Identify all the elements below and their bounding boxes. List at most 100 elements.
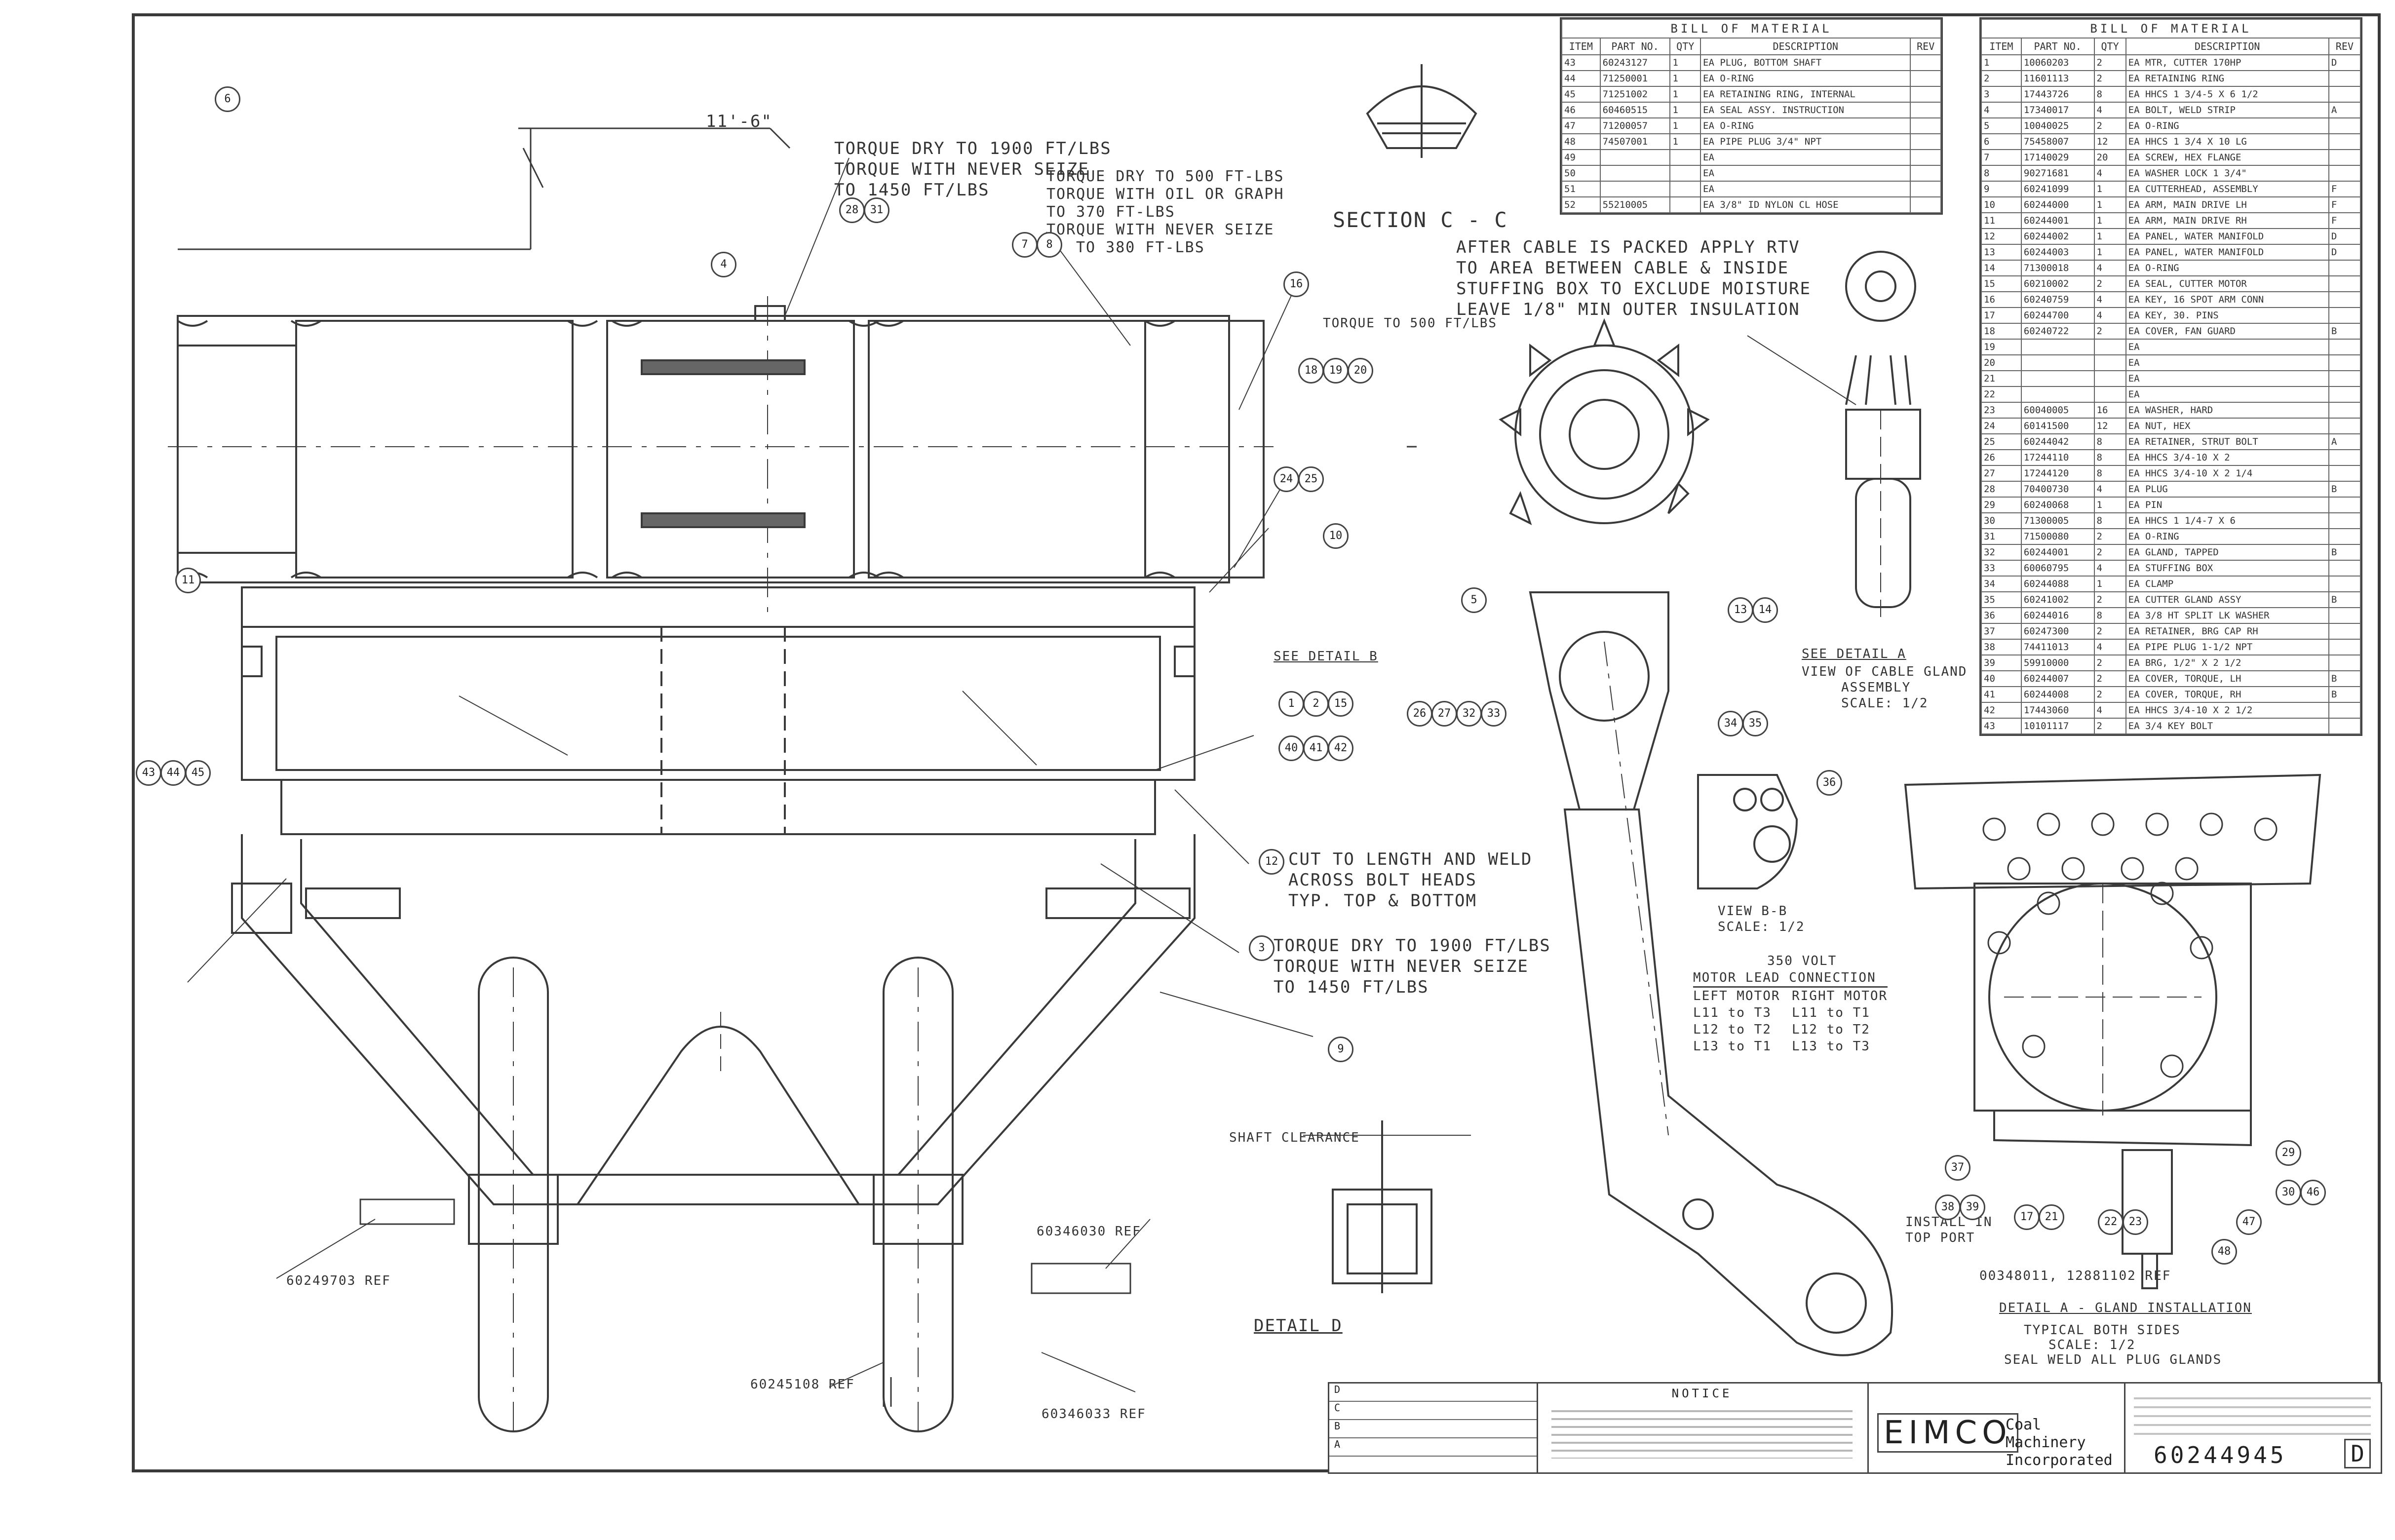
bom-title: BILL OF MATERIAL — [1561, 19, 1941, 38]
bom-cell: 71500080 — [2020, 528, 2095, 545]
bom-cell: 10040025 — [2020, 117, 2095, 134]
item-balloon: 7 — [1012, 232, 1038, 258]
item-balloon: 44 — [160, 760, 186, 786]
title-block: D C B A NOTICE EIMCO Coal Machinery Inco… — [1328, 1382, 2382, 1474]
bom-cell: 8 — [2093, 433, 2126, 450]
bom-cell: 20 — [1981, 354, 2022, 371]
bom-cell: EA O-RING — [2125, 117, 2329, 134]
item-balloon: 48 — [2211, 1239, 2237, 1265]
bom-cell: EA PANEL, WATER MANIFOLD — [2125, 228, 2329, 245]
item-balloon: 40 — [1278, 735, 1304, 761]
item-balloon: 21 — [2039, 1204, 2064, 1230]
bom-cell: EA GLAND, TAPPED — [2125, 544, 2329, 561]
left-cutter-arm — [468, 957, 559, 1432]
torque-bottom-line: TORQUE WITH NEVER SEIZE — [1274, 957, 1529, 976]
bom-cell: EA STUFFING BOX — [2125, 560, 2329, 577]
motor-lead-cell: L11 to T1 — [1792, 1005, 1870, 1020]
bom-cell: F — [2328, 196, 2361, 213]
bom-cell: 22 — [1981, 386, 2022, 403]
bom-cell: A — [2328, 433, 2361, 450]
bom-cell — [1910, 133, 1941, 150]
item-balloon: 27 — [1431, 701, 1457, 727]
cutterhead-side-view — [1499, 318, 1893, 1356]
bom-cell — [1599, 165, 1671, 182]
bom-cell — [2328, 654, 2361, 671]
bom-cell: 24 — [1981, 418, 2022, 434]
item-balloon: 9 — [1328, 1037, 1353, 1062]
torque-note-top-mid: TORQUE DRY TO 500 FT-LBS TORQUE WITH OIL… — [1046, 168, 1284, 257]
bom-cell: EA HHCS 1 1/4-7 X 6 — [2125, 512, 2329, 529]
company-name-line: Incorporated — [2006, 1452, 2113, 1469]
bom-cell: 8 — [1981, 165, 2022, 182]
bom-cell: 20 — [2093, 149, 2126, 166]
bom-header: QTY — [1669, 38, 1701, 55]
bom-cell — [1910, 54, 1941, 71]
see-detail-b-label: SEE DETAIL B — [1274, 649, 1378, 664]
bom-cell: 1 — [1669, 54, 1701, 71]
item-balloon: 47 — [2236, 1209, 2262, 1235]
bom-cell: EA COVER, TORQUE, LH — [2125, 670, 2329, 687]
cut-weld-line: TYP. TOP & BOTTOM — [1288, 891, 1477, 911]
item-balloon: 8 — [1037, 232, 1062, 258]
bom-cell: 30 — [1981, 512, 2022, 529]
bom-cell: 12 — [2093, 418, 2126, 434]
bom-cell: 3 — [1981, 86, 2022, 103]
bom-cell — [2093, 370, 2126, 387]
bom-cell: 4 — [1981, 102, 2022, 118]
motor-lead-cell: L12 to T2 — [1792, 1022, 1870, 1037]
bom-cell — [2093, 339, 2126, 355]
bom-cell: 2 — [2093, 718, 2126, 734]
bom-cell: 21 — [1981, 370, 2022, 387]
item-balloon: 37 — [1945, 1155, 1970, 1181]
bom-cell: 59910000 — [2020, 654, 2095, 671]
bom-cell: EA PANEL, WATER MANIFOLD — [2125, 244, 2329, 261]
item-balloon: 15 — [1328, 691, 1353, 717]
bom-cell — [2093, 386, 2126, 403]
bom-cell — [2328, 307, 2361, 324]
bom-cell: 9 — [1981, 181, 2022, 197]
bom-cell: EA RETAINING RING — [2125, 70, 2329, 87]
caption-line: VIEW B-B — [1718, 904, 1788, 919]
bom-cell: 43 — [1981, 718, 2022, 734]
bom-cell: EA — [1700, 181, 1911, 197]
revision-block: D C B A — [1329, 1384, 1538, 1472]
bom-cell: 4 — [2093, 291, 2126, 308]
typical-both-sides-note: TYPICAL BOTH SIDES SCALE: 1/2 SEAL WELD … — [2004, 1323, 2222, 1367]
bom-cell: EA COVER, TORQUE, RH — [2125, 686, 2329, 703]
item-balloon: 43 — [136, 760, 161, 786]
bom-cell — [2328, 386, 2361, 403]
item-balloon: 30 — [2276, 1180, 2301, 1205]
bom-cell: 4 — [2093, 639, 2126, 655]
bom-cell — [2328, 133, 2361, 150]
bom-cell: EA PLUG, BOTTOM SHAFT — [1700, 54, 1911, 71]
item-balloon: 24 — [1274, 466, 1299, 492]
torque-note-line: TORQUE WITH OIL OR GRAPH — [1046, 186, 1284, 203]
bom-cell: 2 — [2093, 686, 2126, 703]
bom-cell: 16 — [2093, 402, 2126, 419]
bom-cell — [2328, 465, 2361, 482]
section-cc-label: SECTION C - C — [1333, 208, 1508, 232]
bom-cell: 38 — [1981, 639, 2022, 655]
bom-cell — [1669, 181, 1701, 197]
bom-cell: 51 — [1561, 181, 1601, 197]
bom-cell: 27 — [1981, 465, 2022, 482]
bom-cell: 14 — [1981, 260, 2022, 276]
bom-cell: EA BOLT, WELD STRIP — [2125, 102, 2329, 118]
bom-cell: EA HHCS 1 3/4-5 X 6 1/2 — [2125, 86, 2329, 103]
notice-block: NOTICE — [1537, 1384, 1869, 1472]
bom-cell — [1910, 70, 1941, 87]
bom-cell — [1910, 117, 1941, 134]
